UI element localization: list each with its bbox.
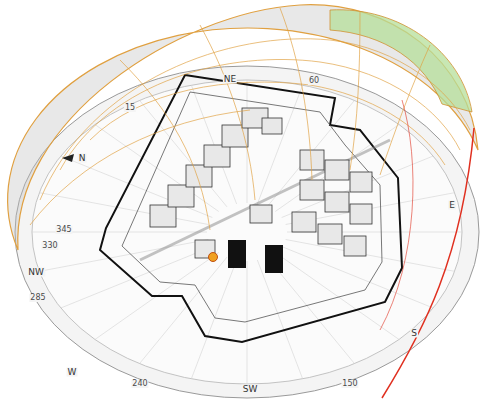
building-block xyxy=(325,192,349,212)
compass-label: N xyxy=(78,154,87,163)
sun-path-line xyxy=(30,110,250,225)
compass-label: NE xyxy=(223,75,237,84)
building-block xyxy=(168,185,194,207)
horizon-arc xyxy=(380,100,413,330)
sun-path-line xyxy=(90,82,445,165)
sun-path-line xyxy=(40,39,470,200)
compass-ring xyxy=(15,66,479,398)
compass-radial xyxy=(140,257,228,364)
building-block xyxy=(204,145,230,167)
sky-dome xyxy=(8,5,478,250)
buildings xyxy=(150,108,372,258)
compass-radial xyxy=(61,247,213,309)
dark-block xyxy=(265,245,283,273)
building-block xyxy=(292,212,316,232)
sun-path-line xyxy=(280,8,312,180)
building-block xyxy=(318,224,342,244)
building-block xyxy=(300,150,324,170)
building-block xyxy=(250,205,272,223)
compass-radial xyxy=(61,156,213,218)
compass-radial xyxy=(286,240,455,272)
sun-path-line xyxy=(350,12,360,170)
compass-label: 330 xyxy=(41,242,58,250)
summer-zone xyxy=(330,10,472,112)
building-block xyxy=(350,204,372,224)
compass-radial xyxy=(247,261,248,384)
building-block xyxy=(186,165,212,187)
road xyxy=(140,140,390,260)
compass-label: 150 xyxy=(341,380,358,388)
building-block xyxy=(350,172,372,192)
compass-label: S xyxy=(410,329,418,338)
compass-label: SW xyxy=(242,385,259,394)
sun-path-grid xyxy=(30,8,470,230)
sun-marker xyxy=(209,253,218,262)
sun-path-line xyxy=(120,60,210,230)
compass-radial xyxy=(39,240,208,272)
compass-radial xyxy=(191,260,236,379)
building-block xyxy=(150,205,176,227)
compass-label: 285 xyxy=(29,294,46,302)
horizon-arc xyxy=(382,128,474,398)
building-block xyxy=(300,180,324,200)
dark-block xyxy=(228,240,246,268)
compass-label: 345 xyxy=(55,226,72,234)
compass-radial xyxy=(257,260,302,379)
compass-label: NW xyxy=(27,268,45,277)
compass-radial xyxy=(267,257,355,364)
sun-path-line xyxy=(200,25,255,200)
north-arrow xyxy=(62,154,74,162)
sun-path-line xyxy=(60,59,460,170)
building-block xyxy=(262,118,282,134)
compass-label: 60 xyxy=(308,77,320,85)
compass-label: E xyxy=(448,201,456,210)
inner-boundary xyxy=(122,92,382,322)
compass-label: W xyxy=(67,368,78,377)
compass-radial xyxy=(275,253,399,340)
building-block xyxy=(325,160,349,180)
building-block xyxy=(344,236,366,256)
compass-label: 15 xyxy=(124,104,136,112)
compass-label: 240 xyxy=(131,380,148,388)
